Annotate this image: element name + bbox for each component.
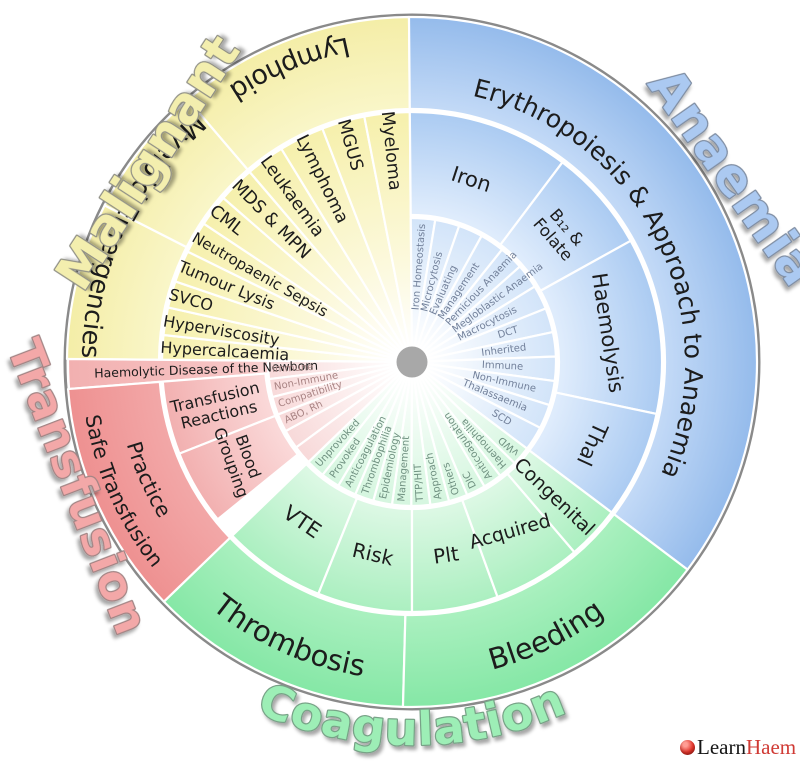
logo-dot-icon <box>680 740 695 755</box>
segment-anaemia-erythropoiesis <box>407 15 759 571</box>
segment-transfusion-blank-2 <box>295 370 402 464</box>
logo-text-learn: Learn <box>697 735 746 759</box>
segment-transfusion-blood-grouping <box>178 414 299 521</box>
label-transfusion-immune: Immune <box>272 362 314 375</box>
wheel-hub <box>396 346 428 378</box>
svg-text:Plt: Plt <box>432 541 461 568</box>
svg-text:Immune: Immune <box>272 362 314 375</box>
svg-text:TTP/HIT: TTP/HIT <box>413 463 426 504</box>
segment-coagulation-risk <box>317 497 414 614</box>
segment-coagulation-congenital <box>506 449 613 554</box>
svg-text:Immune: Immune <box>482 360 524 373</box>
segment-coagulation-plt <box>410 499 499 614</box>
segment-transfusion-safe-transfusion-practice <box>66 380 232 603</box>
segment-coagulation-bleeding <box>401 513 689 709</box>
segment-coagulation-acquired <box>461 472 576 599</box>
svg-text:Management: Management <box>396 435 412 502</box>
logo-text-haem: Haem <box>745 735 797 759</box>
segment-coagulation-vte <box>231 463 359 595</box>
label-coagulation-plt: Plt <box>432 541 461 568</box>
segment-transfusion-transfusion-reactions <box>161 372 277 455</box>
label-coagulation-management: Management <box>396 435 412 502</box>
label-coagulation-ttp-hit: TTP/HIT <box>413 463 426 504</box>
label-anaemia-immune: Immune <box>482 360 524 373</box>
